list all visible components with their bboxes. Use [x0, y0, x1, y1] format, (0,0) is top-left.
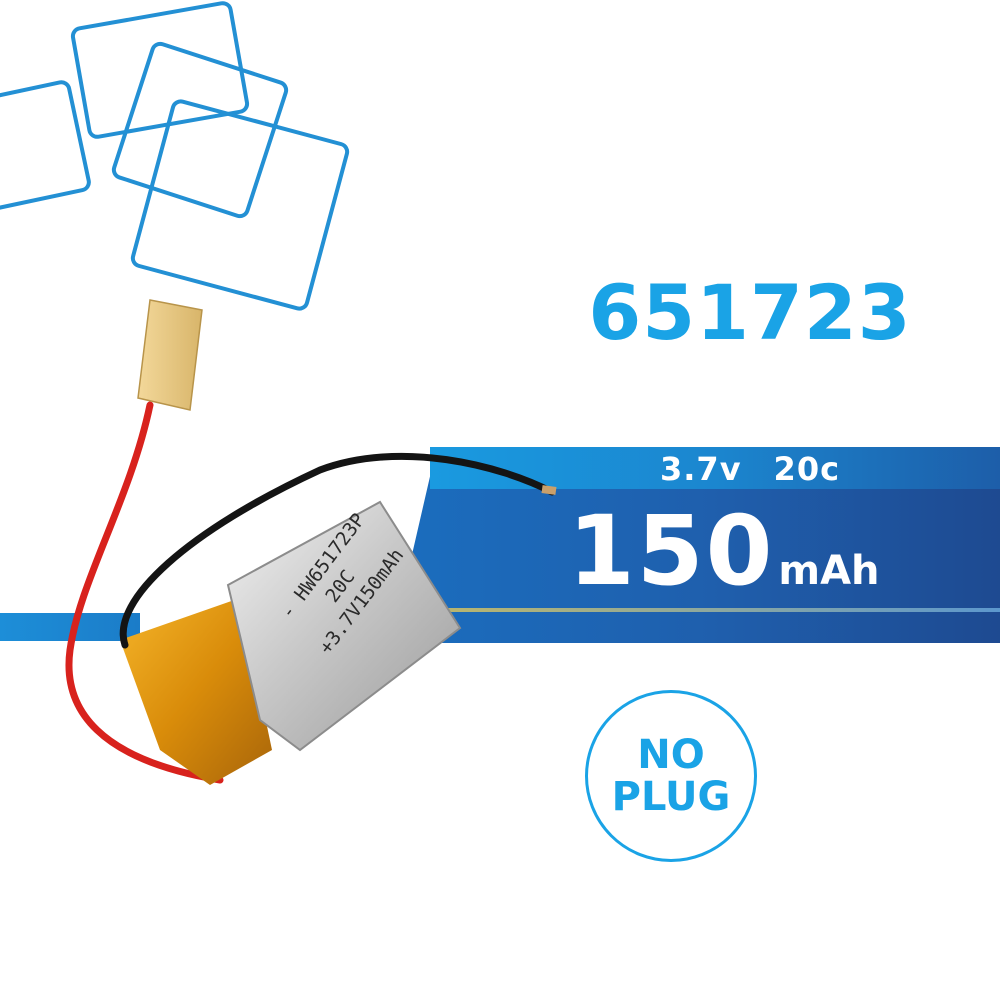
kapton-side: [120, 598, 272, 785]
red-wire: [65, 401, 224, 784]
capacity-value: 150: [568, 495, 775, 607]
no-plug-badge-line1: NO: [637, 732, 705, 778]
battery-body: [226, 500, 462, 752]
battery-image: - HW651723P 20C +3.7V150mAh: [65, 299, 557, 785]
decorative-squares: [0, 1, 350, 311]
model-number: 651723: [588, 268, 912, 357]
discharge-rate-label: 20c: [773, 450, 841, 488]
black-wire-tip: [541, 485, 557, 495]
no-plug-badge-line2: PLUG: [611, 774, 731, 820]
voltage-label: 3.7v: [660, 450, 742, 488]
black-wire: [119, 452, 556, 649]
capacity-unit: mAh: [778, 548, 880, 594]
no-plug-badge: NO PLUG: [585, 690, 757, 862]
wire-tape: [137, 299, 203, 411]
spec-line: 3.7v 20c: [660, 450, 900, 488]
spec-band-highlight: [430, 608, 1000, 612]
